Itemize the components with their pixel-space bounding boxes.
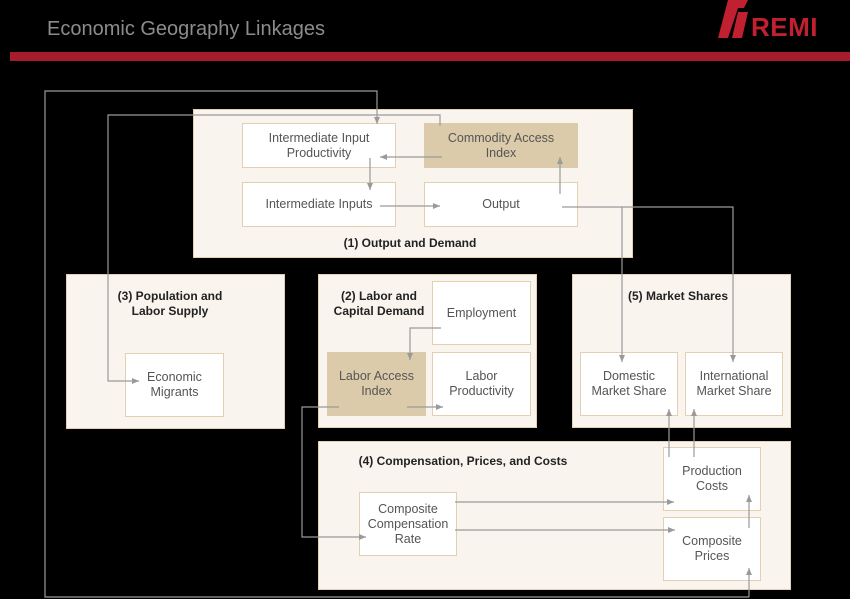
arrow-outer-loop (44, 90, 749, 598)
node-international-market-share: International Market Share (685, 352, 783, 416)
node-production-costs: Production Costs (663, 447, 761, 511)
node-composite-prices: Composite Prices (663, 517, 761, 581)
node-labor-access-index: Labor Access Index (327, 352, 426, 416)
node-employment: Employment (432, 281, 531, 345)
node-output: Output (424, 182, 578, 227)
arrow-lai-to-ccr (301, 406, 366, 540)
arrow-commodity-to-migrants (107, 114, 441, 384)
group-label-market-shares: (5) Market Shares (627, 289, 729, 303)
node-economic-migrants: Economic Migrants (125, 353, 224, 417)
header-rule (10, 52, 850, 61)
group-label-output-demand: (1) Output and Demand (343, 236, 477, 250)
node-composite-compensation-rate: Composite Compensation Rate (359, 492, 457, 556)
arrow-output-to-international (622, 206, 736, 362)
node-domestic-market-share: Domestic Market Share (580, 352, 678, 416)
group-label-compensation: (4) Compensation, Prices, and Costs (358, 454, 568, 468)
node-labor-productivity: Labor Productivity (432, 352, 531, 416)
arrow-output-to-domestic (562, 206, 625, 362)
page-title: Economic Geography Linkages (47, 18, 325, 40)
node-commodity-access-index: Commodity Access Index (424, 123, 578, 168)
group-label-population: (3) Population and Labor Supply (117, 289, 223, 318)
group-label-labor-capital: (2) Labor and Capital Demand (333, 289, 425, 318)
logo-text: REMI (751, 12, 818, 42)
remi-logo (718, 0, 748, 38)
arrow-employment-to-lai (407, 327, 441, 360)
